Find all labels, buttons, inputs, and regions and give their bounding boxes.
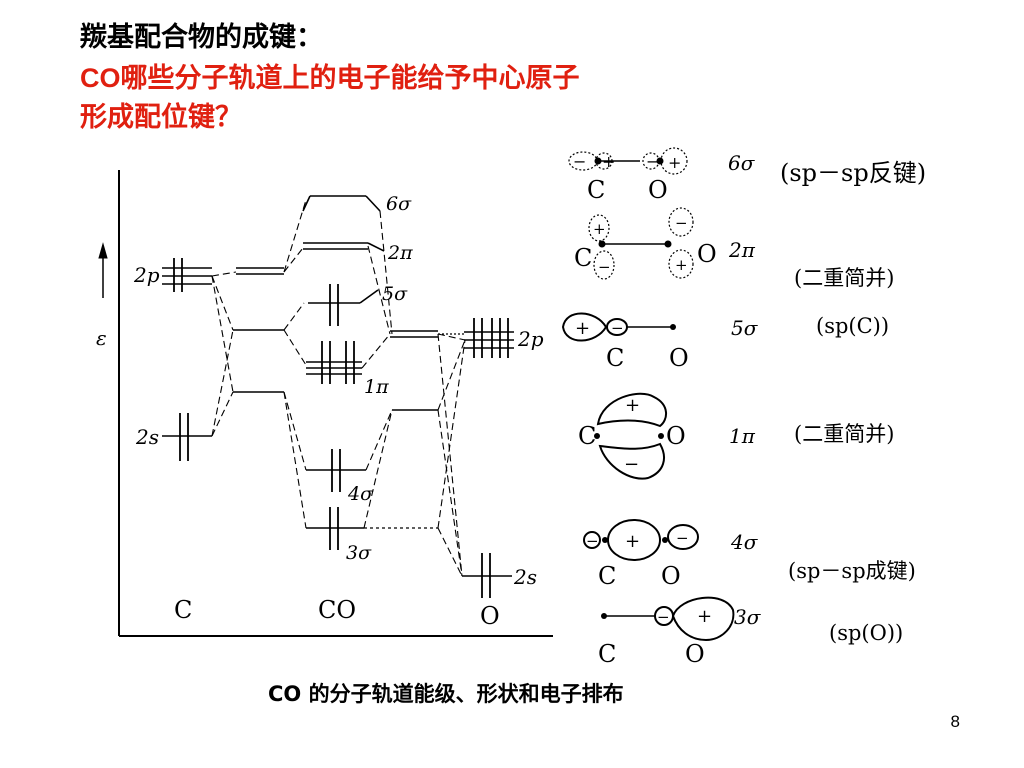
question-text-2: 形成配位键？ [80,102,242,133]
orbital-5sigma-label: 5σ [731,316,759,340]
co-5sigma-label: 5σ [382,283,408,305]
orbital-6sigma-label: 6σ [728,151,756,175]
orbital-3sigma-atom-c: C [598,640,616,668]
co-1pi-label: 1π [364,376,389,398]
orbital-5sigma-atom-o: O [669,344,689,372]
slide-number: 8 [950,712,960,731]
svg-text:−: − [657,608,670,626]
co-3sigma-level: 3σ [306,507,438,564]
orbital-3sigma-label: 3σ [734,605,762,629]
orbital-3sigma-atom-o: O [685,640,705,668]
question-line-1: CO哪些分子轨道上的电子能给予中心原子 [80,62,580,95]
co-5sigma-level: 5σ [308,283,408,326]
orbital-4sigma-shape: − + − C O 4σ [583,519,759,590]
svg-text:−: − [586,532,599,550]
co-2pi-level: 2π [303,242,413,264]
svg-text:−: − [611,319,624,337]
note-2pi: (二重简并) [794,266,895,290]
note-4sigma: (sp－sp成键) [788,559,916,583]
svg-text:−: − [573,152,586,171]
carbon-correlation-lines [211,199,307,529]
orbital-2pi-atom-o: O [697,240,717,268]
svg-text:−: − [624,454,639,475]
column-label-o: O [480,602,500,630]
oxygen-2p-level: 2p [464,318,544,358]
orbital-4sigma-atom-o: O [661,562,681,590]
co-1pi-level: 1π [306,341,389,398]
orbital-2pi-shape: + − − + C O 2π [574,207,756,280]
svg-text:+: + [697,606,712,627]
svg-text:−: − [676,529,689,547]
orbital-1pi-atom-o: O [666,422,686,450]
question-line-2: 形成配位键？ [80,102,242,134]
co-4sigma-label: 4σ [347,483,374,505]
co-2pi-label: 2π [387,242,413,264]
orbital-1pi-label: 1π [729,424,756,448]
orbital-2pi-atom-c: C [574,244,592,272]
orbital-2pi-label: 2π [728,238,756,262]
title-line-1: 羰基配合物的成键： [80,22,323,53]
diagram-caption: CO 的分子轨道能级、形状和电子排布 [268,682,624,706]
energy-axis-symbol: ε [96,326,107,350]
note-1pi: (二重简并) [794,422,895,446]
orbital-1pi-shape: + − C O 1π [578,392,756,480]
column-label-co: CO [318,596,356,624]
svg-text:+: + [602,152,615,171]
oxygen-2s-label: 2s [513,565,537,589]
oxygen-2p-label: 2p [517,327,544,351]
note-3sigma: (sp(O)) [829,621,904,645]
question-text: 哪些分子轨道上的电子能给予中心原子 [120,63,580,94]
carbon-hybrid-levels [233,267,284,393]
svg-text:+: + [593,220,606,238]
svg-text:−: − [646,152,659,171]
svg-text:−: − [675,214,688,232]
svg-text:+: + [575,318,590,339]
svg-text:+: + [675,256,688,274]
svg-text:+: + [668,153,681,172]
oxygen-correlation-lines [361,210,466,577]
orbital-6sigma-atom-o: O [648,176,668,204]
orbital-1pi-atom-c: C [578,422,596,450]
orbital-6sigma-atom-c: C [587,176,605,204]
orbital-5sigma-atom-c: C [606,344,624,372]
co-4sigma-level: 4σ [306,449,374,505]
oxygen-2s-level: 2s [462,553,537,598]
carbon-2s-label: 2s [135,425,159,449]
orbital-4sigma-atom-c: C [598,562,616,590]
carbon-2s-level: 2s [135,413,212,461]
carbon-2p-level: 2p [133,258,212,292]
oxygen-hybrid-levels [390,330,466,411]
orbital-4sigma-label: 4σ [730,530,759,554]
co-6sigma-level: 6σ [302,193,412,215]
orbital-5sigma-shape: + − C O 5σ [561,312,759,372]
carbon-2p-label: 2p [133,263,160,287]
orbital-6sigma-shape: − + − + C O 6σ [568,147,756,204]
co-6sigma-label: 6σ [386,193,412,215]
energy-arrow-head [98,242,108,259]
orbital-3sigma-shape: − + C O 3σ [598,596,762,668]
column-label-c: C [174,596,192,624]
slide-title: 羰基配合物的成键： [80,22,323,54]
note-5sigma: (sp(C)) [816,314,890,338]
svg-text:−: − [598,258,611,276]
svg-text:+: + [625,395,640,416]
note-6sigma: (sp－sp反键) [780,159,927,187]
co-3sigma-label: 3σ [346,542,372,564]
question-prefix: CO [80,63,121,93]
svg-text:+: + [625,531,640,552]
